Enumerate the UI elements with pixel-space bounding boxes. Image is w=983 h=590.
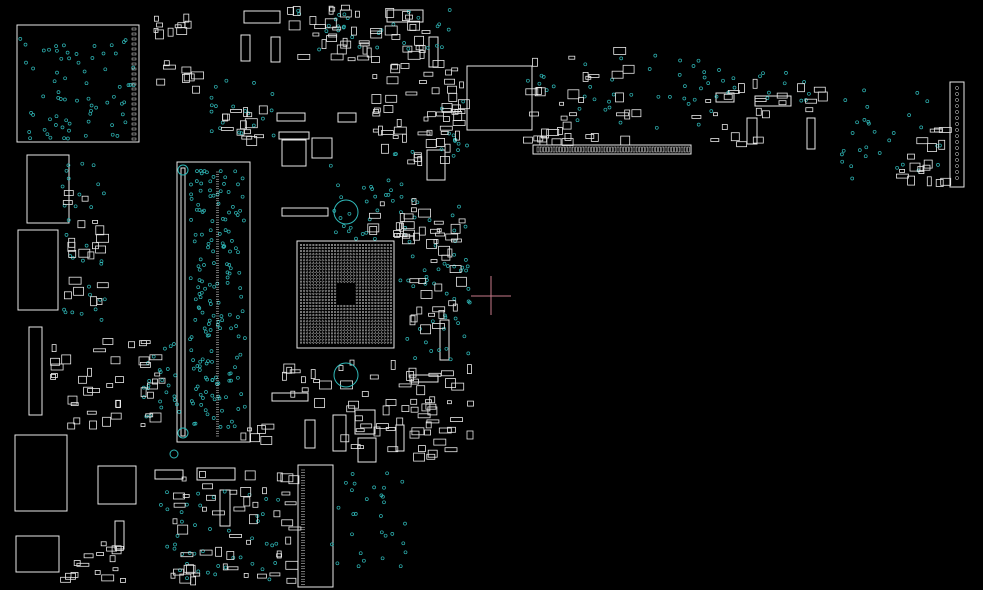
connector-left-2[interactable] bbox=[17, 229, 59, 311]
connector-right-edge[interactable] bbox=[949, 81, 965, 188]
cpu-bga-package[interactable] bbox=[296, 240, 395, 349]
bga-ball-grid bbox=[299, 243, 392, 344]
cursor-crosshair-icon bbox=[471, 276, 511, 315]
mounting-pads bbox=[169, 164, 359, 459]
connector-left-5[interactable] bbox=[15, 535, 60, 573]
connector-strip-top[interactable] bbox=[532, 144, 692, 155]
via-cluster bbox=[18, 8, 942, 582]
connector-left-3[interactable] bbox=[28, 326, 43, 416]
connector-pin-rows bbox=[131, 27, 959, 585]
dimm-slot-left[interactable] bbox=[176, 161, 251, 443]
ic-small-square[interactable] bbox=[97, 465, 137, 505]
ic-top-left-large[interactable] bbox=[16, 24, 140, 143]
ic-top-center[interactable] bbox=[466, 65, 533, 131]
connector-left-1[interactable] bbox=[26, 154, 70, 224]
dimm-slot-bottom[interactable] bbox=[297, 464, 334, 588]
connector-left-4[interactable] bbox=[14, 434, 68, 512]
smd-pad-cluster bbox=[50, 4, 952, 586]
